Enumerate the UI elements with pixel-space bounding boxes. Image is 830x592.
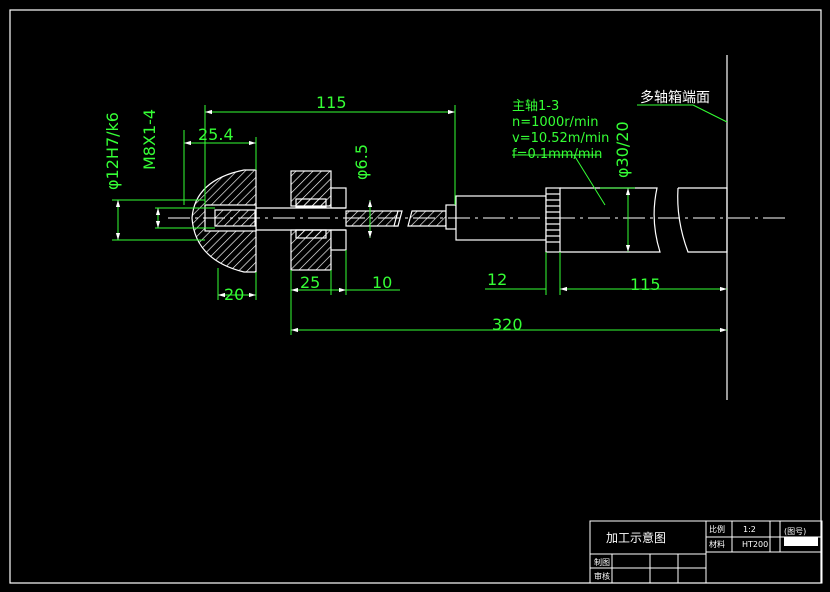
dim-phi-30-20: φ30/20 <box>613 121 632 178</box>
title-block-text: 加工示意图 比例 1:2 材料 HT200 (图号) 制图 审核 <box>594 524 806 581</box>
bush-liner-top <box>295 198 327 208</box>
note-line-1: 主轴1-3 <box>512 99 559 114</box>
checked-by-label: 审核 <box>594 571 610 581</box>
dim-115-top: 115 <box>316 93 347 112</box>
dim-115-right: 115 <box>630 275 661 294</box>
dim-320: 320 <box>492 315 523 334</box>
dim-25-4: 25.4 <box>198 125 234 144</box>
scale-label: 比例 <box>709 524 725 534</box>
drawing-name: 加工示意图 <box>606 530 666 545</box>
dimension-lines <box>112 104 728 335</box>
tool-holder <box>445 204 457 230</box>
bush-flange-bottom <box>330 229 347 251</box>
bush-flange-top <box>330 187 347 209</box>
dim-12: 12 <box>487 270 507 289</box>
scale-value: 1:2 <box>743 525 756 534</box>
material-label: 材料 <box>709 539 725 549</box>
material-value: HT200 <box>742 540 768 549</box>
note-line-3: v=10.52m/min <box>512 131 609 146</box>
dim-phi-12h7-k6: φ12H7/k6 <box>103 112 122 190</box>
note-line-4: f=0.1mm/min <box>512 147 602 162</box>
dim-20: 20 <box>224 285 244 304</box>
bush-liner-bottom <box>295 229 327 239</box>
note-line-2: n=1000r/min <box>512 115 598 130</box>
dim-m8x1-4: M8X1-4 <box>140 109 159 170</box>
spindle-shaft-right <box>677 187 728 253</box>
headstock-face-label: 多轴箱端面 <box>640 89 710 106</box>
dimension-text: 115 25.4 20 25 10 12 115 320 φ12H7/k6 M8… <box>103 93 661 334</box>
dim-25: 25 <box>300 273 320 292</box>
spindle-shaft-left <box>560 187 661 253</box>
drawing-frame <box>9 9 822 584</box>
dim-phi-6-5: φ6.5 <box>352 144 371 180</box>
dim-10: 10 <box>372 273 392 292</box>
drawn-by-label: 制图 <box>594 557 610 567</box>
spindle-note: 主轴1-3 n=1000r/min v=10.52m/min f=0.1mm/m… <box>512 99 609 162</box>
drawing-number-underline <box>784 537 818 546</box>
drawing-number: (图号) <box>784 527 806 536</box>
part-geometry <box>191 55 728 400</box>
